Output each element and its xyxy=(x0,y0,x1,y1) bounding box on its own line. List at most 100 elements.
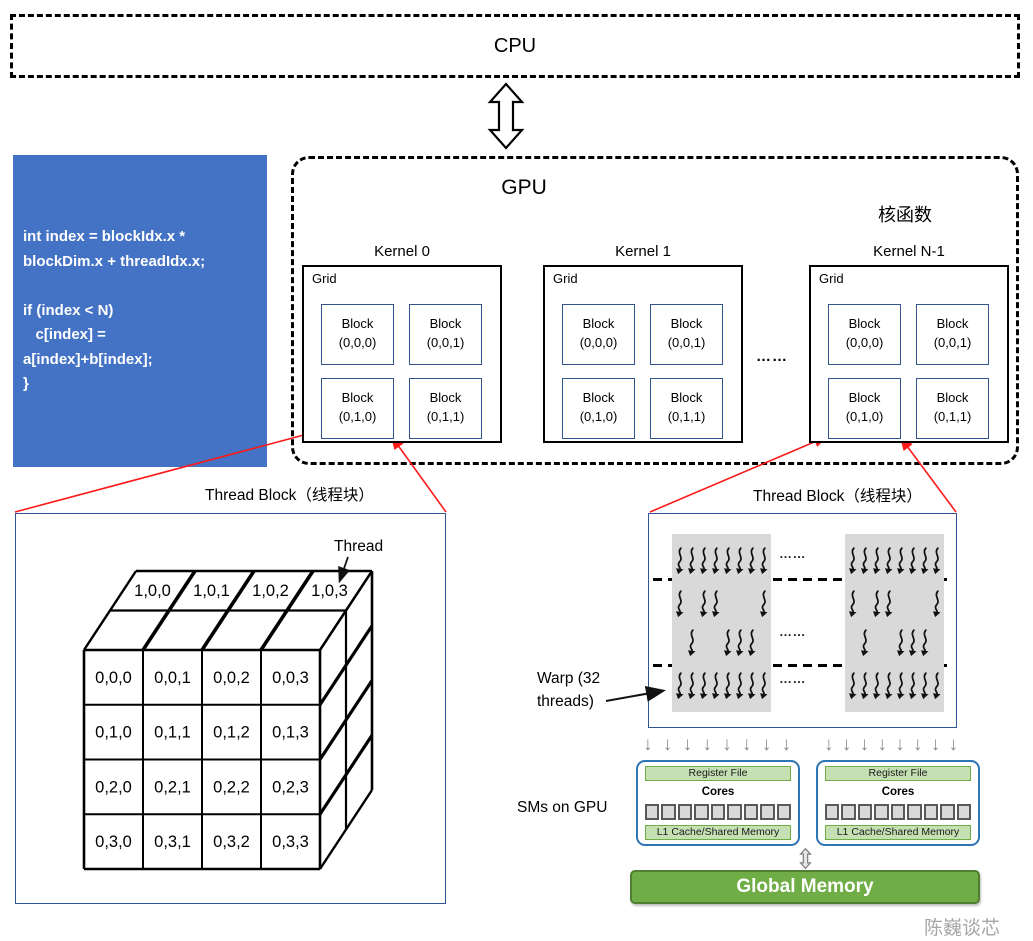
thread-squiggle-icon xyxy=(710,589,722,618)
register-file-bar: Register File xyxy=(825,766,971,781)
warp-label-line2: threads) xyxy=(537,693,594,710)
warp-row xyxy=(674,671,769,700)
thread-squiggle-icon xyxy=(745,628,757,657)
down-arrow-icon: ↓ xyxy=(761,734,772,755)
cube-front-label: 0,2,1 xyxy=(154,778,191,796)
thread-squiggle-icon xyxy=(895,671,907,700)
down-arrow-row: ↓↓↓↓↓↓↓↓ xyxy=(824,734,958,756)
block-index: (0,1,0) xyxy=(338,409,377,424)
empty-thread-slot xyxy=(871,628,883,657)
core-square xyxy=(743,804,759,820)
thread-squiggle-icon xyxy=(757,546,769,575)
thread-squiggle-icon xyxy=(918,546,930,575)
cube-top-label: 1,0,2 xyxy=(252,582,289,600)
cube-front-label: 0,2,2 xyxy=(213,778,250,796)
core-square xyxy=(677,804,693,820)
warp-divider-dashed xyxy=(653,578,952,581)
empty-thread-slot xyxy=(918,589,930,618)
thread-squiggle-icon xyxy=(871,546,883,575)
empty-thread-slot xyxy=(710,628,722,657)
thread-squiggle-icon xyxy=(686,671,698,700)
block-word: Block xyxy=(936,390,969,405)
down-arrow-icon: ↓ xyxy=(859,734,870,755)
right-thread-block-box: ……………… xyxy=(648,513,957,728)
warp-divider-dashed xyxy=(653,664,952,667)
thread-squiggle-icon xyxy=(871,589,883,618)
core-square xyxy=(907,804,922,820)
down-arrow-icon: ↓ xyxy=(824,734,834,755)
block-index: (0,0,0) xyxy=(338,335,377,350)
down-arrow-icon: ↓ xyxy=(930,734,941,755)
block-word: Block xyxy=(341,316,374,331)
cube-front-label: 0,3,1 xyxy=(154,833,191,851)
cube-top-label: 1,0,1 xyxy=(193,582,230,600)
empty-thread-slot xyxy=(930,628,942,657)
thread-squiggle-icon xyxy=(918,628,930,657)
warp-row xyxy=(674,628,769,657)
cpu-gpu-double-arrow-icon xyxy=(487,82,525,150)
empty-thread-slot xyxy=(906,589,918,618)
empty-thread-slot xyxy=(883,628,895,657)
thread-squiggle-icon xyxy=(847,546,859,575)
warp-ellipsis: …… xyxy=(779,671,806,686)
core-square xyxy=(645,804,660,820)
block-word: Block xyxy=(848,316,881,331)
block-box: Block(0,1,0) xyxy=(321,378,394,439)
down-arrow-icon: ↓ xyxy=(682,734,693,755)
warp-label-line1: Warp (32 xyxy=(537,670,601,687)
cpu-label: CPU xyxy=(493,34,537,57)
cube-front-label: 0,3,0 xyxy=(95,833,132,851)
core-square xyxy=(760,804,775,820)
block-box: Block(0,1,1) xyxy=(916,378,989,439)
block-index: (0,1,0) xyxy=(845,409,884,424)
core-square xyxy=(923,804,939,820)
block-index: (0,1,0) xyxy=(579,409,618,424)
thread-squiggle-icon xyxy=(686,628,698,657)
thread-squiggle-icon xyxy=(930,589,942,618)
down-arrow-icon: ↓ xyxy=(877,734,887,755)
cube-top-label: 1,0,3 xyxy=(311,582,348,600)
cube-front-label: 0,1,0 xyxy=(95,724,132,742)
down-arrow-icon: ↓ xyxy=(948,734,958,755)
thread-squiggle-icon xyxy=(698,546,710,575)
thread-squiggle-icon xyxy=(710,671,722,700)
down-arrow-row: ↓↓↓↓↓↓↓↓ xyxy=(643,734,791,756)
warp-panel xyxy=(845,534,944,712)
cube-front-label: 0,3,3 xyxy=(272,833,309,851)
thread-squiggle-icon xyxy=(722,628,734,657)
block-index: (0,0,1) xyxy=(933,335,972,350)
cuda-code-box: int index = blockIdx.x * blockDim.x + th… xyxy=(13,155,267,467)
block-index: (0,0,1) xyxy=(426,335,465,350)
left-thread-block-title: Thread Block（线程块） xyxy=(205,487,374,504)
core-square xyxy=(890,804,906,820)
cube-front-label: 0,1,3 xyxy=(272,724,309,742)
down-arrow-icon: ↓ xyxy=(662,734,673,755)
thread-squiggle-icon xyxy=(859,546,871,575)
core-square xyxy=(841,804,856,820)
cube-front-label: 0,0,3 xyxy=(272,669,309,687)
thread-squiggle-icon xyxy=(698,671,710,700)
down-arrow-icon: ↓ xyxy=(895,734,905,755)
down-arrow-icon: ↓ xyxy=(841,734,852,755)
warp-row xyxy=(674,546,769,575)
cube-front-label: 0,1,2 xyxy=(213,724,250,742)
cube-front-label: 0,0,0 xyxy=(95,669,132,687)
warp-panel xyxy=(672,534,771,712)
thread-squiggle-icon xyxy=(745,671,757,700)
block-word: Block xyxy=(429,316,462,331)
thread-squiggle-icon xyxy=(847,589,859,618)
thread-squiggle-icon xyxy=(710,546,722,575)
l1-cache-bar: L1 Cache/Shared Memory xyxy=(645,825,791,840)
cores-label: Cores xyxy=(881,786,915,798)
l1-cache-bar: L1 Cache/Shared Memory xyxy=(825,825,971,840)
block-word: Block xyxy=(848,390,881,405)
block-box: Block(0,0,0) xyxy=(828,304,901,365)
cores-row xyxy=(645,804,791,820)
empty-thread-slot xyxy=(733,589,745,618)
warp-row xyxy=(847,589,942,618)
thread-squiggle-icon xyxy=(745,546,757,575)
global-memory-label: Global Memory xyxy=(736,876,874,897)
